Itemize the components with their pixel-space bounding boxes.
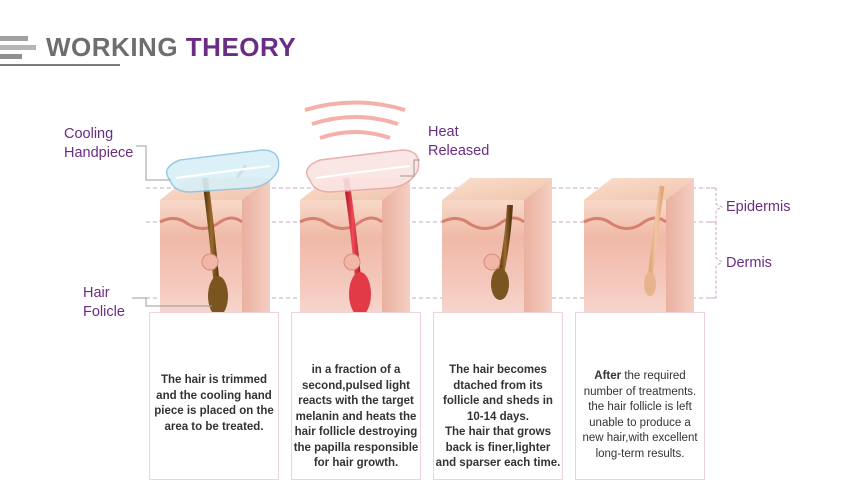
- heat-label-line1: Heat: [428, 124, 459, 140]
- step-2-line: in a fraction of a: [311, 364, 401, 376]
- step-3-caption: The hair becomes dtached from its follic…: [434, 363, 562, 472]
- step-4-line: the required: [621, 370, 686, 382]
- dermis-label: Dermis: [726, 255, 772, 271]
- step-3-caption-box: The hair becomes dtached from its follic…: [433, 312, 563, 480]
- step-2-line: second,pulsed light: [302, 379, 410, 392]
- heat-label-line2: Released: [428, 143, 490, 159]
- step-3-line: and sparser each time.: [435, 457, 561, 469]
- step-2-line: hair follicle destroying: [294, 426, 418, 438]
- step-1-line: and the cooling hand: [156, 389, 272, 402]
- step-4-line: the hair follicle is left: [588, 401, 692, 413]
- step-4-line: number of treatments.: [583, 385, 697, 398]
- cooling-handpiece-label: Cooling Handpiece: [64, 125, 133, 163]
- step-1-line: The hair is trimmed: [160, 374, 268, 386]
- step-3-line: 10-14 days.: [466, 410, 529, 423]
- cooling-handpiece: [165, 149, 280, 193]
- step-3-line: The hair becomes: [449, 364, 547, 376]
- folicle-label-line1: Hair: [83, 285, 110, 301]
- step-3-line: back is finer,lighter: [445, 441, 551, 454]
- hair-folicle-label: Hair Folicle: [83, 284, 125, 322]
- step-4-line: unable to produce a: [589, 416, 691, 429]
- step-3-line: dtached from its: [453, 379, 543, 392]
- title-part-working: WORKING: [46, 32, 179, 62]
- step-2-caption-box: in a fraction of a second,pulsed light r…: [291, 312, 421, 480]
- step-1-line: piece is placed on the: [154, 405, 274, 417]
- folicle-label-line2: Folicle: [83, 304, 125, 320]
- step-2-caption: in a fraction of a second,pulsed light r…: [292, 363, 420, 472]
- heat-handpiece: [305, 149, 420, 193]
- cooling-leader-line: [136, 145, 170, 181]
- step-3-line: The hair that grows: [444, 426, 552, 438]
- step-2-line: for hair growth.: [313, 457, 399, 469]
- cooling-label-line2: Handpiece: [64, 145, 134, 161]
- step-2-line: the papilla responsible: [293, 441, 419, 454]
- heat-released-label: Heat Released: [428, 123, 489, 161]
- epidermis-label: Epidermis: [726, 199, 791, 215]
- step-1-caption: The hair is trimmed and the cooling hand…: [150, 373, 278, 435]
- folicle-leader-line: [132, 297, 212, 307]
- cooling-label-line1: Cooling: [64, 126, 114, 142]
- step-4-line: new hair,with excellent: [582, 432, 698, 444]
- step-4-line: long-term results.: [595, 447, 685, 460]
- step-4-bold-word: After: [594, 370, 622, 382]
- heat-waves-icon: [304, 100, 406, 140]
- title-part-theory: THEORY: [185, 32, 297, 62]
- step-4-caption-box: After the required number of treatments.…: [575, 312, 705, 480]
- step-3-line: follicle and sheds in: [443, 395, 553, 407]
- title-underline: [0, 64, 120, 66]
- heat-leader-line: [400, 159, 420, 177]
- page-title: WORKING THEORY: [46, 32, 296, 62]
- step-1-caption-box: The hair is trimmed and the cooling hand…: [149, 312, 279, 480]
- step-2-line: reacts with the target: [298, 395, 414, 407]
- step-1-line: area to be treated.: [164, 420, 264, 433]
- step-4-caption: After the required number of treatments.…: [576, 369, 704, 462]
- step-2-line: melanin and heats the: [295, 410, 417, 423]
- epidermis-bracket: [706, 187, 724, 223]
- dermis-bracket: [706, 221, 723, 299]
